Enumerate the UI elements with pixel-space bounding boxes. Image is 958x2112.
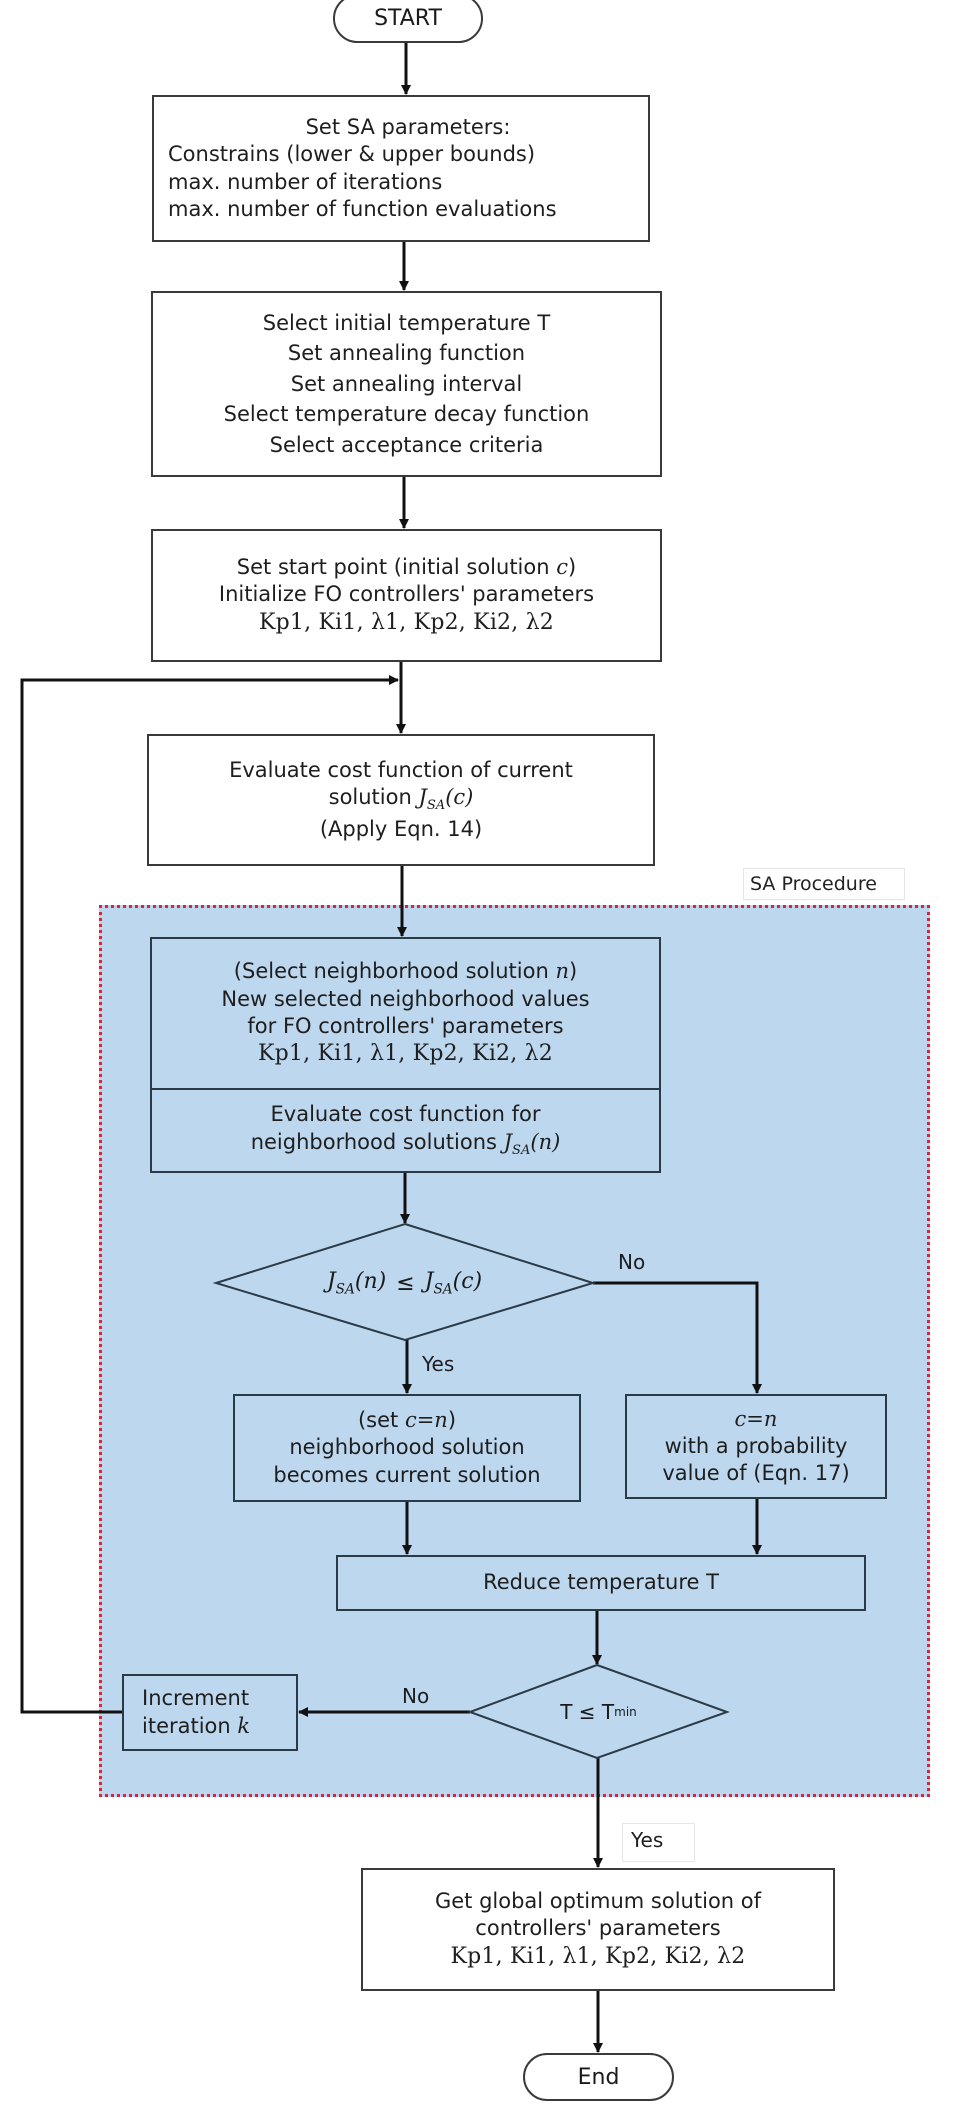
increment-line1: Increment: [142, 1686, 250, 1711]
init-line: Select temperature decay function: [223, 402, 590, 427]
reduce-temperature-label: Reduce temperature T: [483, 1570, 719, 1595]
loop-back-line: [20, 675, 399, 1714]
neighborhood-params: Kp1, Ki1, λ1, Kp2, Ki2, λ2: [258, 1041, 553, 1067]
decision-cost-yes-label: Yes: [422, 1352, 455, 1376]
neighborhood-line3: for FO controllers' parameters: [247, 1013, 564, 1038]
set-sa-params-heading: Set SA parameters:: [305, 114, 511, 139]
neighborhood-evaluate-box: Evaluate cost function for neighborhood …: [150, 1088, 661, 1173]
global-optimum-line2: controllers' parameters: [475, 1916, 721, 1941]
init-line: Select acceptance criteria: [269, 432, 544, 457]
global-optimum-line1: Get global optimum solution of: [434, 1888, 762, 1913]
global-optimum-params: Kp1, Ki1, λ1, Kp2, Ki2, λ2: [450, 1943, 746, 1969]
neighborhood-eval-line2: neighborhood solutions JSA(n): [250, 1129, 561, 1158]
set-sa-params-line: max. number of function evaluations: [168, 196, 557, 221]
arrow-decision-no: [593, 1281, 762, 1394]
start-point-params: Kp1, Ki1, λ1, Kp2, Ki2, λ2: [259, 609, 554, 635]
set-sa-params-line: Constrains (lower & upper bounds): [168, 142, 536, 167]
initial-temperature-box: Select initial temperature T Set anneali…: [151, 291, 662, 477]
start-label: START: [374, 6, 442, 31]
decision-temp-diamond: [467, 1663, 730, 1760]
evaluate-current-line1: Evaluate cost function of current: [229, 758, 573, 783]
neighborhood-select-box: (Select neighborhood solution n) New sel…: [150, 937, 661, 1090]
decision-cost-diamond: [212, 1222, 597, 1342]
evaluate-current-box: Evaluate cost function of current soluti…: [147, 734, 655, 866]
start-point-line1: Set start point (initial solution c): [236, 554, 577, 579]
global-optimum-box: Get global optimum solution of controlle…: [361, 1868, 835, 1991]
start-point-box: Set start point (initial solution c) Ini…: [151, 529, 662, 662]
accept-prob-line2: with a probability: [664, 1433, 848, 1458]
accept-probability-box: c=n with a probability value of (Eqn. 17…: [625, 1394, 887, 1499]
evaluate-current-line3: (Apply Eqn. 14): [319, 816, 483, 841]
accept-prob-line3: value of (Eqn. 17): [662, 1461, 850, 1486]
increment-iteration-box: Increment iteration k: [122, 1674, 298, 1751]
increment-line2: iteration k: [142, 1713, 251, 1738]
init-line: Set annealing interval: [290, 371, 523, 396]
end-terminal: End: [523, 2053, 674, 2101]
neighborhood-line2: New selected neighborhood values: [221, 986, 590, 1011]
accept-line3: becomes current solution: [273, 1462, 541, 1487]
reduce-temperature-box: Reduce temperature T: [336, 1555, 866, 1611]
start-point-line2: Initialize FO controllers' parameters: [218, 582, 595, 607]
init-line: Set annealing function: [287, 341, 526, 366]
accept-neighborhood-box: (set c=n) neighborhood solution becomes …: [233, 1394, 581, 1502]
accept-line2: neighborhood solution: [289, 1435, 525, 1460]
neighborhood-line1: (Select neighborhood solution n): [233, 959, 578, 984]
start-terminal: START: [333, 0, 483, 43]
decision-temp-yes-label: Yes: [622, 1823, 695, 1862]
decision-temp-no-label: No: [402, 1684, 430, 1708]
evaluate-current-line2: solution JSA(c): [328, 785, 474, 814]
accept-prob-line1: c=n: [734, 1406, 778, 1431]
set-sa-params-line: max. number of iterations: [168, 169, 443, 194]
init-line: Select initial temperature T: [262, 310, 551, 335]
sa-procedure-label: SA Procedure: [743, 868, 905, 900]
end-label: End: [577, 2064, 620, 2090]
decision-cost-no-label: No: [618, 1250, 646, 1274]
neighborhood-eval-line1: Evaluate cost function for: [270, 1102, 541, 1127]
set-sa-parameters-box: Set SA parameters: Constrains (lower & u…: [152, 95, 650, 242]
accept-line1: (set c=n): [357, 1408, 457, 1433]
decision-cost-text: JSA(n) ≤ JSA(c): [326, 1268, 483, 1298]
